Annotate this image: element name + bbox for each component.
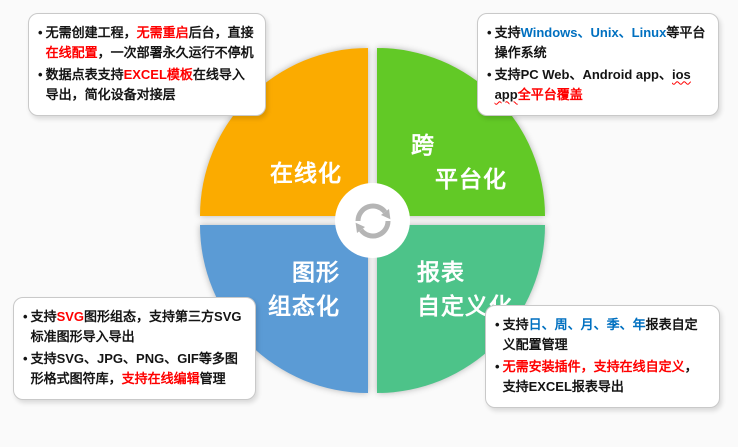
- feature-text: 无需创建工程，无需重启后台，直接在线配置，一次部署永久运行不停机: [45, 25, 254, 61]
- quadrant-online-label: 在线化: [270, 156, 342, 190]
- feature-text: 支持SVG、JPG、PNG、GIF等多图形格式图符库，支持在线编辑管理: [30, 351, 238, 387]
- callout-graphics-features: • 支持SVG图形组态，支持第三方SVG标准图形导入导出 • 支持SVG、JPG…: [13, 297, 256, 400]
- list-item: • 无需创建工程，无需重启后台，直接在线配置，一次部署永久运行不停机: [36, 23, 256, 63]
- list-item: • 数据点表支持EXCEL模板在线导入导出，简化设备对接层: [36, 65, 256, 105]
- list-item: • 支持Windows、Unix、Linux等平台操作系统: [485, 23, 709, 63]
- list-item: • 支持日、周、月、季、年报表自定义配置管理: [493, 315, 710, 355]
- list-item: • 支持SVG图形组态，支持第三方SVG标准图形导入导出: [21, 307, 246, 347]
- quadrant-label-line: 报表: [417, 259, 465, 285]
- quadrant-graphics-label: 图形 组态化: [268, 255, 340, 323]
- feature-list: • 支持日、周、月、季、年报表自定义配置管理 • 无需安装插件，支持在线自定义，…: [493, 315, 710, 398]
- list-item: • 无需安装插件，支持在线自定义，支持EXCEL报表导出: [493, 357, 710, 397]
- bullet-icon: •: [38, 25, 43, 40]
- quadrant-label-line: 组态化: [268, 293, 340, 319]
- feature-text: 无需安装插件，支持在线自定义，支持EXCEL报表导出: [502, 359, 698, 395]
- bullet-icon: •: [38, 67, 43, 83]
- callout-online-features: • 无需创建工程，无需重启后台，直接在线配置，一次部署永久运行不停机 • 数据点…: [28, 13, 266, 116]
- feature-text: 支持Windows、Unix、Linux等平台操作系统: [494, 25, 706, 61]
- bullet-icon: •: [495, 317, 500, 332]
- bullet-icon: •: [487, 67, 492, 83]
- quadrant-cross-platform-label: 跨 平台化: [411, 128, 507, 196]
- feature-list: • 支持SVG图形组态，支持第三方SVG标准图形导入导出 • 支持SVG、JPG…: [21, 307, 246, 390]
- feature-text: 支持SVG图形组态，支持第三方SVG标准图形导入导出: [30, 309, 242, 345]
- quadrant-label-line: 平台化: [435, 166, 507, 192]
- feature-list: • 无需创建工程，无需重启后台，直接在线配置，一次部署永久运行不停机 • 数据点…: [36, 23, 256, 106]
- feature-text: 支持PC Web、Android app、ios app全平台覆盖: [494, 67, 691, 103]
- wheel-hub: [335, 183, 410, 258]
- bullet-icon: •: [495, 359, 500, 375]
- quadrant-label-line: 跨: [411, 132, 435, 158]
- bullet-icon: •: [23, 309, 28, 324]
- list-item: • 支持SVG、JPG、PNG、GIF等多图形格式图符库，支持在线编辑管理: [21, 349, 246, 389]
- sync-arrows-icon: [355, 203, 390, 238]
- quadrant-cross-platform: 跨 平台化: [377, 48, 545, 216]
- bullet-icon: •: [23, 351, 28, 367]
- callout-report-features: • 支持日、周、月、季、年报表自定义配置管理 • 无需安装插件，支持在线自定义，…: [485, 305, 720, 408]
- feature-text: 数据点表支持EXCEL模板在线导入导出，简化设备对接层: [45, 67, 245, 103]
- quadrant-label-line: 图形: [292, 259, 340, 285]
- feature-list: • 支持Windows、Unix、Linux等平台操作系统 • 支持PC Web…: [485, 23, 709, 106]
- quadrant-label-line: 在线化: [270, 160, 342, 186]
- feature-text: 支持日、周、月、季、年报表自定义配置管理: [502, 317, 698, 353]
- bullet-icon: •: [487, 25, 492, 40]
- list-item: • 支持PC Web、Android app、ios app全平台覆盖: [485, 65, 709, 105]
- callout-platform-features: • 支持Windows、Unix、Linux等平台操作系统 • 支持PC Web…: [477, 13, 719, 116]
